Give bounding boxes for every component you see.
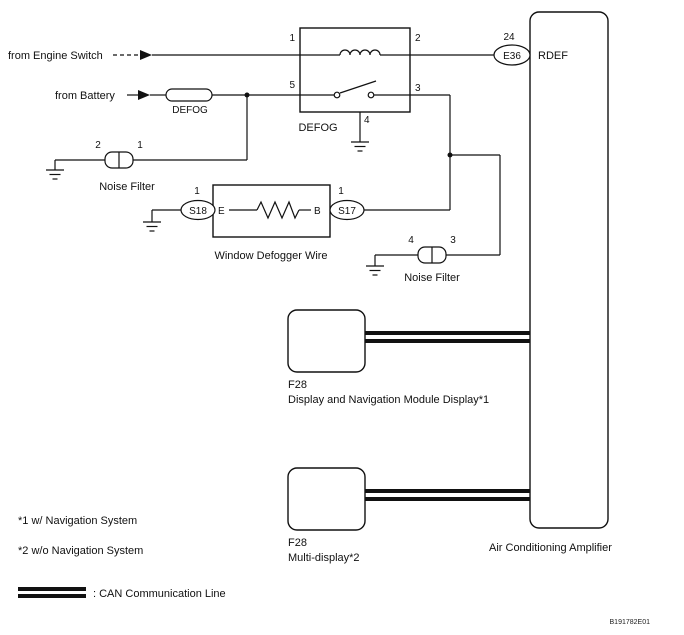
resistor-symbol <box>256 200 300 220</box>
arrow-right-icon <box>140 50 152 60</box>
multi-display-connector: F28 <box>288 537 307 549</box>
ground-icon <box>350 141 370 152</box>
window-defogger-wire: E B S18 1 S17 1 Window Defogger Wire <box>142 184 450 262</box>
s18-label: S18 <box>189 206 207 217</box>
relay-pin-1: 1 <box>289 33 295 44</box>
figure-id: B191782E01 <box>610 619 651 626</box>
terminal-b-label: B <box>314 206 321 217</box>
nf-right-pin-3: 3 <box>450 235 456 246</box>
terminal-e-label: E <box>218 206 225 217</box>
e36-pin-24: 24 <box>503 32 515 43</box>
can-legend-label: : CAN Communication Line <box>93 588 226 600</box>
display-nav-label: Display and Navigation Module Display*1 <box>288 394 489 406</box>
arrow-right-icon <box>138 90 150 100</box>
display-nav-connector: F28 <box>288 379 307 391</box>
note-2: *2 w/o Navigation System <box>18 545 143 557</box>
ground-icon <box>365 265 385 276</box>
defogger-wire-label: Window Defogger Wire <box>214 250 327 262</box>
ac-amplifier: RDEF Air Conditioning Amplifier <box>489 11 612 554</box>
amplifier-label: Air Conditioning Amplifier <box>489 542 612 554</box>
multi-display-module: F28 Multi-display*2 <box>287 467 530 564</box>
display-box <box>287 309 366 373</box>
s18-pin-1: 1 <box>194 186 200 197</box>
fuse-symbol <box>165 88 213 102</box>
note-1: *1 w/ Navigation System <box>18 515 137 527</box>
display-nav-module: F28 Display and Navigation Module Displa… <box>287 309 530 406</box>
relay-pin-4: 4 <box>364 115 370 126</box>
battery-label: from Battery <box>55 90 115 102</box>
e36-connector: E36 24 <box>410 32 531 66</box>
fuse-label: DEFOG <box>172 105 208 116</box>
nf-left-pin-2: 2 <box>95 140 101 151</box>
noise-filter-left: 2 1 Noise Filter <box>45 95 248 193</box>
battery-feed: from Battery DEFOG <box>55 88 300 116</box>
connector-oval <box>493 44 531 66</box>
s17-label: S17 <box>338 206 356 217</box>
noise-filter-right: 4 3 Noise Filter <box>365 94 501 284</box>
nf-right-label: Noise Filter <box>404 272 460 284</box>
engine-switch-label: from Engine Switch <box>8 50 103 62</box>
multi-display-label: Multi-display*2 <box>288 552 360 564</box>
relay-coil-symbol <box>339 49 381 56</box>
notes: *1 w/ Navigation System *2 w/o Navigatio… <box>18 515 650 626</box>
s18-connector-oval <box>180 199 216 221</box>
ground-icon <box>45 169 65 180</box>
switch-arm <box>339 80 377 94</box>
e36-label: E36 <box>503 51 521 62</box>
relay-pin-3: 3 <box>415 83 421 94</box>
relay-pin-2: 2 <box>415 33 421 44</box>
display-box <box>287 467 366 531</box>
defog-relay: 1 2 5 3 4 DEFOG <box>289 27 421 152</box>
relay-pin-5: 5 <box>289 80 295 91</box>
nf-left-label: Noise Filter <box>99 181 155 193</box>
nf-right-pin-4: 4 <box>408 235 414 246</box>
switch-contact <box>367 91 375 99</box>
ground-icon <box>142 221 162 232</box>
amplifier-terminal-label: RDEF <box>538 50 568 62</box>
relay-box <box>299 27 411 113</box>
s17-pin-1: 1 <box>338 186 344 197</box>
engine-switch-feed: from Engine Switch <box>8 50 300 62</box>
s17-connector-oval <box>329 199 365 221</box>
amplifier-box <box>529 11 609 529</box>
nf-left-pin-1: 1 <box>137 140 143 151</box>
relay-label: DEFOG <box>298 122 337 134</box>
switch-contact <box>333 91 341 99</box>
